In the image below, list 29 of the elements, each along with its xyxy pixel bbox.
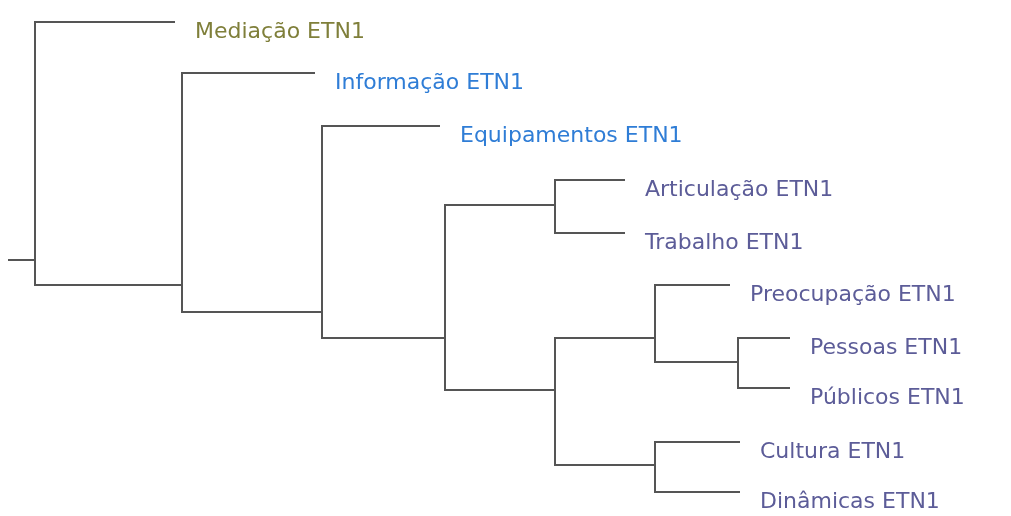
leaf-label: Trabalho ETN1 [645,227,804,257]
dendrogram-branch-line [737,337,791,339]
dendrogram-branch-line [554,232,626,234]
leaf-label: Mediação ETN1 [195,16,365,46]
dendrogram-branch-line [444,389,556,391]
dendrogram-branch-line [7,259,36,261]
dendrogram-branch-line [444,204,556,206]
dendrogram-branch-line [654,441,741,443]
leaf-label: Dinâmicas ETN1 [760,486,940,516]
leaf-label: Públicos ETN1 [810,382,965,412]
leaf-label: Cultura ETN1 [760,436,906,466]
dendrogram-branch-line [737,387,791,389]
dendrogram-branch-line [321,337,446,339]
dendrogram-branch-line [554,179,626,181]
leaf-label: Equipamentos ETN1 [460,120,683,150]
leaf-label: Articulação ETN1 [645,174,834,204]
dendrogram-branch-line [554,464,656,466]
dendrogram-branch-line [181,72,316,74]
dendrogram-branch-line [34,284,183,286]
dendrogram-branch-line [321,125,441,127]
dendrogram-branch-line [181,311,323,313]
leaf-label: Pessoas ETN1 [810,332,963,362]
dendrogram-branch-line [654,491,741,493]
dendrogram-branch-line [654,361,739,363]
dendrogram-branch-line [654,284,731,286]
dendrogram-branch-line [34,21,176,23]
leaf-label: Informação ETN1 [335,67,525,97]
dendrogram-branch-line [554,337,656,339]
leaf-label: Preocupação ETN1 [750,279,956,309]
